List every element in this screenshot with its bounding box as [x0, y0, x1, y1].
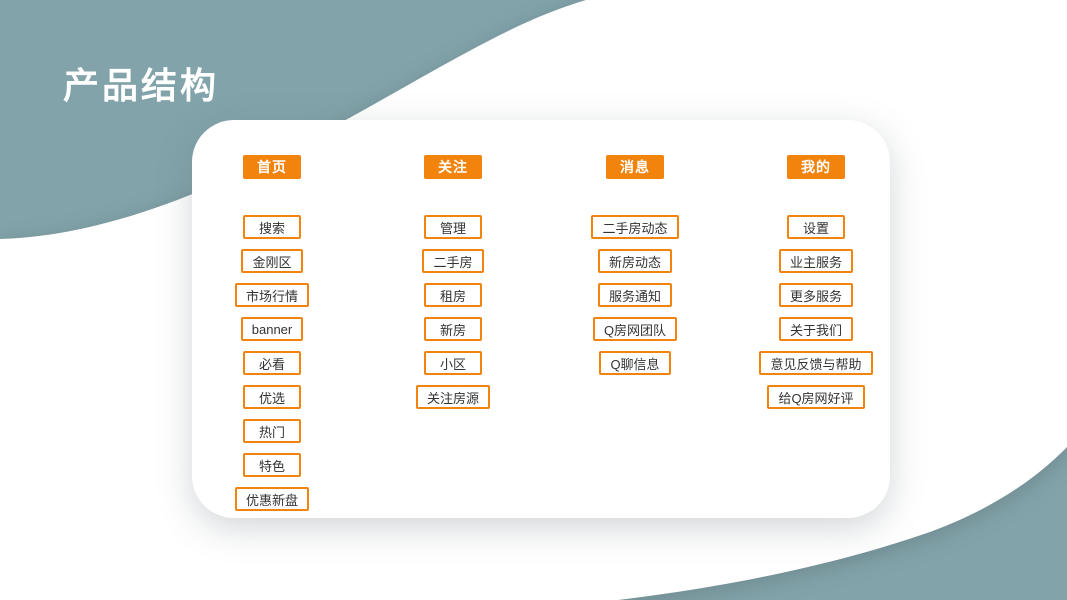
feature-box: 热门: [243, 419, 301, 443]
feature-box: 小区: [424, 351, 482, 375]
feature-box: 设置: [787, 215, 845, 239]
feature-box: 二手房: [422, 249, 484, 273]
feature-box: 租房: [424, 283, 482, 307]
feature-box: 二手房动态: [591, 215, 679, 239]
feature-box: 管理: [424, 215, 482, 239]
nav-column: 首页搜索金刚区市场行情 banner 必看优选热门特色优惠新盘: [191, 155, 353, 521]
nav-column: 关注管理二手房租房新房小区关注房源: [372, 155, 534, 419]
feature-box: 必看: [243, 351, 301, 375]
feature-box: 搜索: [243, 215, 301, 239]
feature-box: 市场行情: [234, 283, 309, 307]
nav-column: 我的设置业主服务更多服务关于我们意见反馈与帮助给Q房网好评: [735, 155, 897, 419]
column-header: 首页: [243, 155, 301, 179]
feature-box: 新房: [424, 317, 482, 341]
feature-box: 关注房源: [415, 385, 490, 409]
column-header: 消息: [606, 155, 664, 179]
feature-box: 意见反馈与帮助: [759, 351, 873, 375]
feature-box: 更多服务: [778, 283, 853, 307]
feature-box: Q房网团队: [592, 317, 678, 341]
feature-box: 优惠新盘: [234, 487, 309, 511]
feature-box: 新房动态: [597, 249, 672, 273]
feature-box: 业主服务: [778, 249, 853, 273]
feature-box: 特色: [243, 453, 301, 477]
feature-box: 金刚区: [241, 249, 303, 273]
feature-box: 给Q房网好评: [767, 385, 865, 409]
page-title: 产品结构: [63, 65, 220, 106]
feature-box: 优选: [243, 385, 301, 409]
nav-column: 消息二手房动态新房动态服务通知 Q房网团队 Q聊信息: [554, 155, 716, 385]
feature-box: 关于我们: [778, 317, 853, 341]
column-header: 关注: [424, 155, 482, 179]
column-header: 我的: [787, 155, 845, 179]
feature-box: banner: [240, 317, 304, 341]
feature-box: Q聊信息: [599, 351, 671, 375]
feature-box: 服务通知: [597, 283, 672, 307]
